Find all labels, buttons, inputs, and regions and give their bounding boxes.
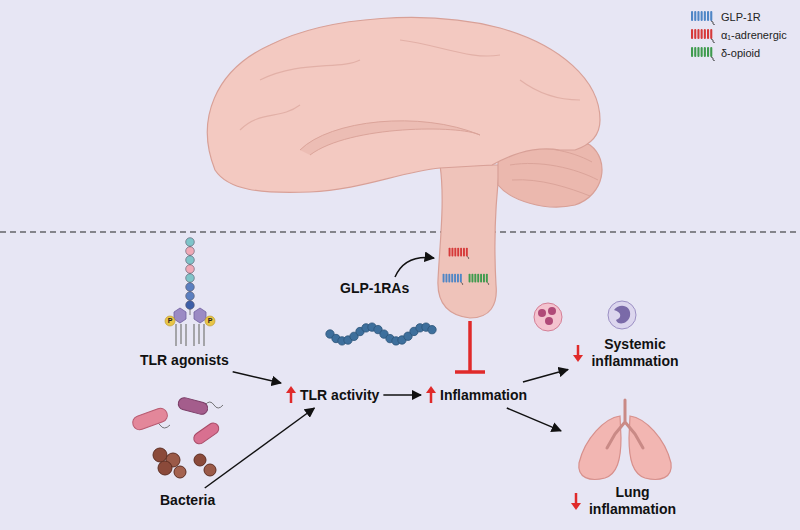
legend-entry: α₁-adrenergic: [690, 26, 787, 44]
immune-cells: [534, 301, 636, 331]
flow-arrow: [523, 370, 568, 382]
sugar-unit: [186, 247, 195, 256]
bacteria-icon: [131, 396, 223, 478]
node-text: Inflammation: [440, 387, 527, 404]
node-text: TLR agonists: [140, 352, 229, 369]
sugar-unit: [186, 265, 195, 274]
amino-acid: [428, 325, 436, 333]
change-arrow: [425, 386, 437, 404]
node-text: TLR activity: [300, 387, 379, 404]
outcome-label: Lung inflammation: [565, 398, 685, 518]
node-text: GLP-1RAs: [340, 280, 409, 297]
sugar-unit: [186, 274, 195, 283]
inhibition-bar: [455, 321, 485, 372]
lungs-illustration: [565, 398, 685, 484]
node-text: Bacteria: [160, 492, 215, 509]
legend-entry: δ-opioid: [690, 44, 787, 62]
change-arrow: [570, 492, 582, 510]
brain: [207, 18, 602, 318]
sugar-unit: [186, 292, 195, 301]
sugar-unit: [186, 238, 195, 247]
legend-text: δ-opioid: [721, 47, 760, 59]
flow-arrow: [507, 408, 561, 431]
node-text: Systemic inflammation: [587, 336, 683, 370]
legend-swatch: [690, 28, 716, 43]
receptor-icons: [443, 248, 491, 288]
sugar-unit: [186, 283, 195, 292]
phosphate-label: P: [165, 317, 175, 325]
sugar-unit: [186, 301, 195, 310]
legend-text: GLP-1R: [721, 11, 761, 23]
change-arrow: [572, 344, 584, 362]
outcome-label: Systemic inflammation: [572, 336, 683, 370]
legend-swatch: [690, 10, 716, 25]
phosphate-label: P: [205, 317, 215, 325]
divider-line: [0, 231, 800, 232]
legend-swatch: [690, 46, 716, 61]
outcome-label: TLR activity: [285, 386, 379, 404]
legend: GLP-1R α₁-adrenergic δ-opioid: [690, 8, 787, 62]
flow-arrow: [233, 372, 281, 383]
flow-label: TLR agonists: [140, 352, 229, 369]
sugar-unit: [186, 256, 195, 265]
flow-label: Bacteria: [160, 492, 215, 509]
outcome-label: Inflammation: [425, 386, 527, 404]
lps-molecule: [165, 238, 215, 346]
peptide-chain: [326, 323, 436, 345]
legend-text: α₁-adrenergic: [721, 29, 787, 41]
flow-arrow: [205, 408, 315, 488]
change-arrow: [285, 386, 297, 404]
node-text: Lung inflammation: [585, 484, 681, 518]
legend-entry: GLP-1R: [690, 8, 787, 26]
drug-arrow: [395, 257, 434, 277]
flow-arrow: [383, 394, 421, 396]
flow-label: GLP-1RAs: [340, 280, 409, 297]
